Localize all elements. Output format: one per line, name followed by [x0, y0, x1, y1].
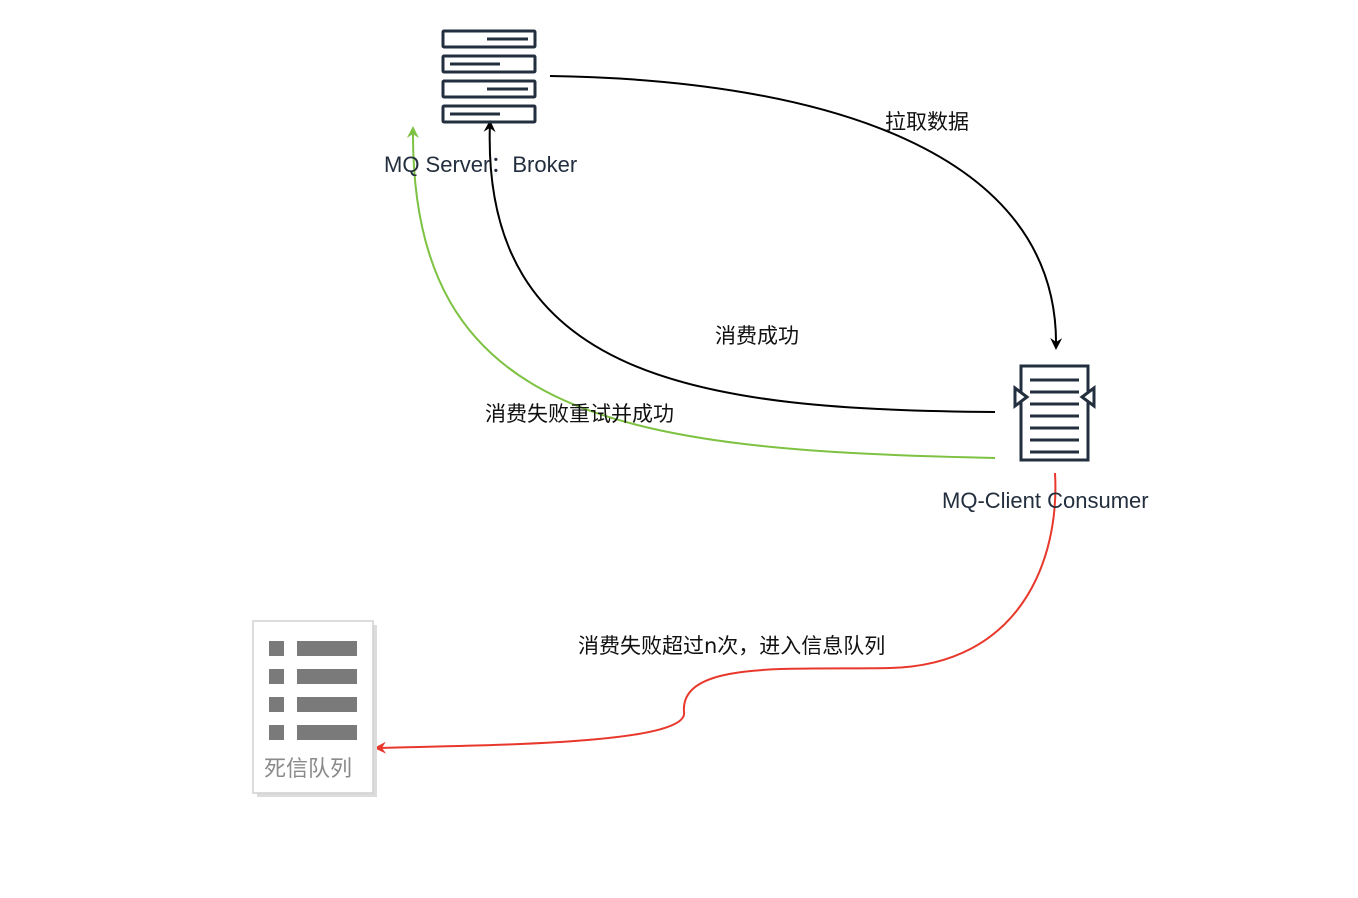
consumer-label: MQ-Client Consumer [942, 488, 1149, 513]
edge-retry-success [406, 126, 996, 459]
consumer-document-icon [1013, 364, 1096, 462]
edge-label-consume-success: 消费成功 [715, 324, 799, 348]
server-rack-icon [441, 29, 537, 124]
edge-pull-data [549, 75, 1063, 350]
edge-label-retry-success: 消费失败重试并成功 [485, 402, 674, 426]
edge-label-to-dead-letter-queue: 消费失败超过n次，进入信息队列 [578, 634, 885, 658]
edge-consume-success [483, 120, 996, 413]
broker-label: MQ Server：Broker [384, 152, 577, 177]
consumer-node[interactable]: MQ-Client Consumer [942, 364, 1149, 513]
broker-node[interactable]: MQ Server：Broker [384, 29, 577, 177]
list-document-icon [252, 620, 377, 797]
dead-letter-queue-node[interactable]: 死信队列 [252, 620, 377, 797]
dead-letter-queue-label: 死信队列 [264, 757, 352, 782]
edge-to-dead-letter-queue [374, 472, 1057, 754]
edge-label-pull-data: 拉取数据 [885, 110, 969, 134]
